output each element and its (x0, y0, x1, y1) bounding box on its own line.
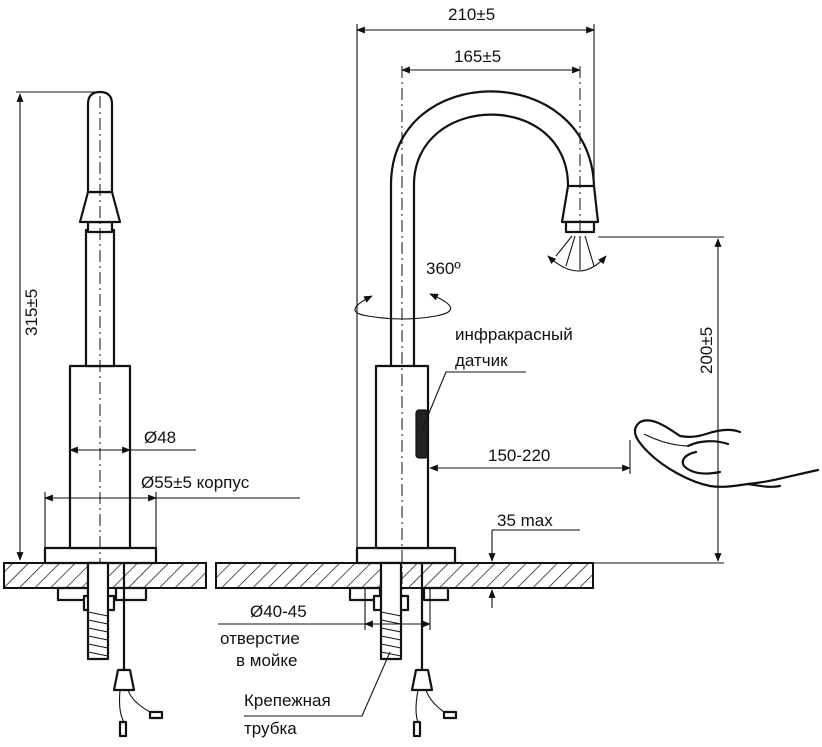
gooseneck-inner (412, 113, 570, 188)
mount-tube-right (379, 561, 403, 661)
plug-right-a (412, 720, 422, 738)
hand-illustration (633, 419, 820, 488)
connector-left (112, 668, 136, 692)
base-plate-right (355, 546, 457, 565)
dim-35-label: 35 max (497, 511, 553, 530)
hole-label-3: в мойке (236, 651, 297, 670)
front-view: 360º 210±5 165±5 инфракрасный датчик 200… (215, 5, 820, 738)
washer-left-b (114, 586, 148, 602)
dim-210-label: 210±5 (448, 5, 495, 24)
hole-label-1: Ø40-45 (250, 602, 307, 621)
spray-arc (547, 255, 607, 272)
tube-label-1: Крепежная (244, 691, 331, 710)
plug-left-b (148, 710, 164, 720)
sensor-label-1: инфракрасный (455, 325, 573, 344)
tube-leader (244, 651, 391, 717)
dim-315-label: 315±5 (22, 289, 41, 336)
side-view: 315±5 Ø48 Ø55±5 корпус (3, 90, 300, 738)
wire-left (118, 689, 151, 723)
connector-right (410, 668, 434, 692)
sensor-window (415, 409, 429, 459)
plug-right-b (442, 710, 458, 720)
counter-slab-right (215, 562, 594, 589)
mount-tube-left (86, 561, 110, 661)
plug-left-a (118, 720, 128, 738)
sensor-leader (421, 371, 526, 431)
dim-200-label: 200±5 (697, 327, 716, 374)
washer-right-b (422, 586, 450, 602)
rotation-arrow (354, 293, 452, 320)
dim-d48-label: Ø48 (144, 428, 176, 447)
spray-lines (555, 235, 595, 270)
tube-label-2: трубка (244, 719, 297, 738)
dim-range-label: 150-220 (488, 446, 550, 465)
thread-left (87, 611, 109, 657)
dim-d55-label: Ø55±5 корпус (141, 473, 250, 492)
sensor-label-2: датчик (455, 351, 508, 370)
rotation-label: 360º (426, 259, 461, 278)
dim-165-label: 165±5 (454, 47, 501, 66)
wire-right (415, 689, 445, 723)
hole-label-2: отверстие (220, 629, 300, 648)
gooseneck-outer (389, 90, 596, 188)
